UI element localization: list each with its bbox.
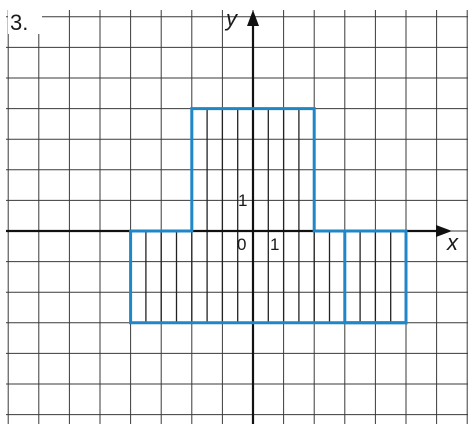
- y-axis-label: y: [224, 6, 239, 31]
- shape-inner-box: [343, 229, 408, 325]
- problem-number: 3.: [10, 10, 28, 35]
- shape-outlines: [129, 107, 408, 325]
- axes: [6, 10, 452, 424]
- grid-lines: [6, 10, 468, 424]
- y-axis-arrow-icon: [247, 10, 259, 26]
- x-axis-label: x: [446, 230, 459, 255]
- hatching: [145, 108, 392, 323]
- x-axis-arrow-icon: [436, 225, 452, 237]
- origin-label: 0: [237, 235, 246, 254]
- x-tick-label: 1: [270, 235, 279, 254]
- y-tick-label: 1: [238, 191, 247, 210]
- problem-label-bg: [8, 8, 42, 34]
